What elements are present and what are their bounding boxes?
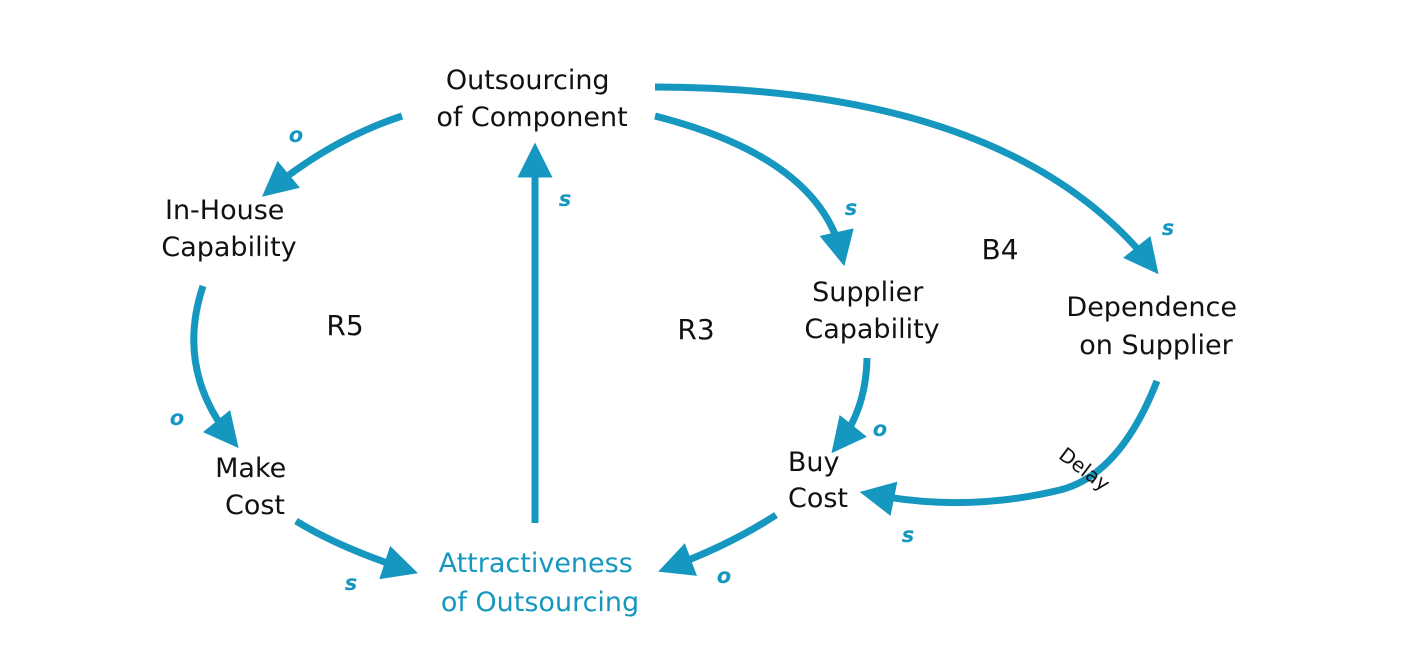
link-inhouse-to-makecost [190, 284, 239, 449]
polarity-dependence-to-buycost: s [902, 523, 915, 547]
node-attractiveness-of-outsourcing: Attractiveness of Outsourcing [439, 548, 642, 618]
link-buycost-to-attractiveness [658, 512, 778, 576]
polarity-supplier-to-buycost: o [873, 417, 887, 441]
link-outsourcing-to-dependence [654, 83, 1159, 275]
link-outsourcing-to-supplier [654, 112, 854, 267]
node-in-house-capability: In-House Capability [161, 195, 296, 263]
polarity-outsourcing-to-inhouse: o [289, 123, 303, 147]
node-make-cost: Make Cost [215, 453, 295, 521]
polarity-inhouse-to-makecost: o [170, 406, 184, 430]
loop-label-r3: R3 [677, 313, 714, 346]
polarity-makecost-to-attractiveness: s [345, 571, 358, 595]
polarity-buycost-to-attractiveness: o [717, 564, 731, 588]
loop-label-r5: R5 [326, 309, 363, 342]
polarity-attractiveness-to-outsourcing: s [559, 187, 572, 211]
loop-label-b4: B4 [981, 233, 1018, 266]
node-supplier-capability: Supplier Capability [804, 277, 939, 345]
link-outsourcing-to-inhouse [261, 112, 404, 197]
node-outsourcing-of-component: Outsourcing of Component [436, 65, 627, 133]
node-buy-cost: Buy Cost [788, 447, 848, 514]
node-dependence-on-supplier: Dependence on Supplier [1066, 292, 1245, 361]
polarity-outsourcing-to-supplier: s [845, 196, 858, 220]
link-dependence-to-buycost [859, 379, 1161, 516]
link-supplier-to-buycost [831, 357, 871, 454]
link-makecost-to-attractiveness [294, 518, 418, 580]
polarity-outsourcing-to-dependence: s [1162, 216, 1175, 240]
